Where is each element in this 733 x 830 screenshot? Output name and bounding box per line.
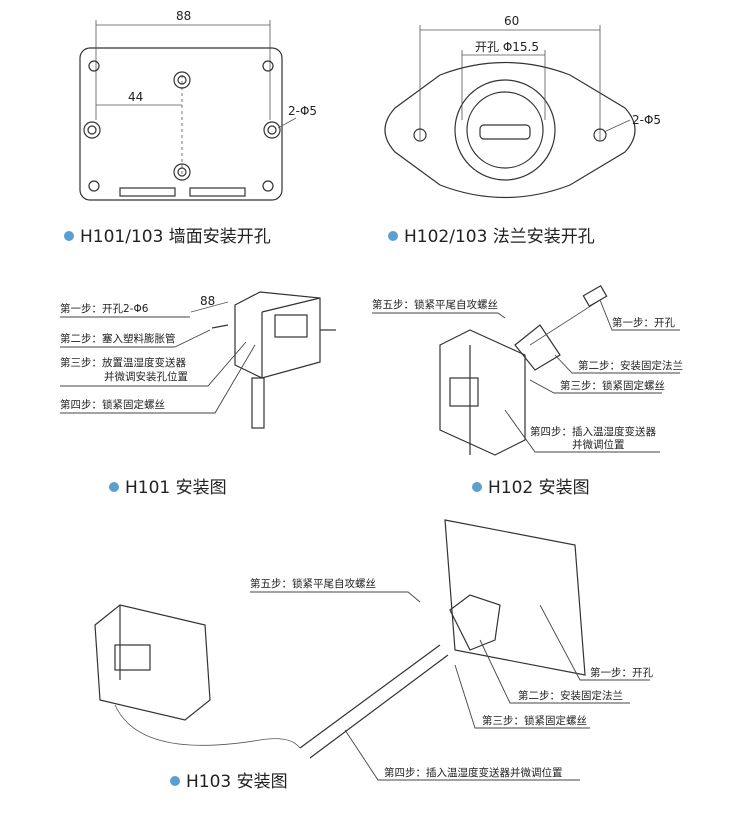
h103-step-1: 第一步：开孔 xyxy=(590,666,653,679)
bullet-dot xyxy=(388,231,398,241)
h102-step-4-cont: 并微调位置 xyxy=(572,438,625,451)
h101-drawing: 88 第一步：开孔2-Φ6 第二步：塞入塑料膨胀管 第三步：放置温湿度变送器 并… xyxy=(60,291,336,429)
flange-mount-drawing: 60 开孔 Φ15.5 2-Φ5 xyxy=(384,14,661,199)
bullet-dot xyxy=(109,482,119,492)
h103-caption: H103 安装图 xyxy=(186,772,288,792)
bullet-dot xyxy=(170,776,180,786)
bullet-dot xyxy=(64,231,74,241)
h102-step-4: 第四步：插入温湿度变送器 xyxy=(530,425,656,438)
hole-spec-label: 2-Φ5 xyxy=(288,104,317,118)
bullet-dot xyxy=(472,482,482,492)
h101-step-2: 第二步：塞入塑料膨胀管 xyxy=(60,332,176,345)
dim-half-44: 44 xyxy=(128,90,143,104)
h102-step-1: 第一步：开孔 xyxy=(612,316,675,329)
dim-width-60: 60 xyxy=(504,14,519,28)
h102-caption: H102 安装图 xyxy=(488,478,590,498)
h101-step-4: 第四步：锁紧固定螺丝 xyxy=(60,398,165,411)
h102-drawing: 第五步：锁紧平尾自攻螺丝 第一步：开孔 第二步：安装固定法兰 第三步：锁紧固定螺… xyxy=(372,284,683,456)
hole-spec-label: 2-Φ5 xyxy=(632,113,661,127)
h101-dim-88: 88 xyxy=(200,294,215,308)
dim-width-88: 88 xyxy=(176,9,191,23)
h101-step-3-cont: 并微调安装孔位置 xyxy=(104,370,188,383)
h101-caption: H101 安装图 xyxy=(125,478,227,498)
h101-step-1: 第一步：开孔2-Φ6 xyxy=(60,302,149,315)
center-hole-label: 开孔 Φ15.5 xyxy=(475,40,539,54)
h102-step-3: 第三步：锁紧固定螺丝 xyxy=(560,379,665,392)
h102-step-5: 第五步：锁紧平尾自攻螺丝 xyxy=(372,298,498,311)
h103-step-4: 第四步：插入温湿度变送器并微调位置 xyxy=(384,766,563,779)
h102-step-2: 第二步：安装固定法兰 xyxy=(578,359,683,372)
h101-step-3: 第三步：放置温湿度变送器 xyxy=(60,356,186,369)
flange-mount-caption: H102/103 法兰安装开孔 xyxy=(404,227,595,247)
wall-mount-drawing: 88 44 2-Φ5 xyxy=(79,9,317,201)
h103-step-2: 第二步：安装固定法兰 xyxy=(518,689,623,702)
h103-step-3: 第三步：锁紧固定螺丝 xyxy=(482,714,587,727)
h103-step-5: 第五步：锁紧平尾自攻螺丝 xyxy=(250,577,376,590)
wall-mount-caption: H101/103 墙面安装开孔 xyxy=(80,227,271,247)
h103-drawing: 第五步：锁紧平尾自攻螺丝 第一步：开孔 第二步：安装固定法兰 第三步：锁紧固定螺… xyxy=(94,519,653,781)
